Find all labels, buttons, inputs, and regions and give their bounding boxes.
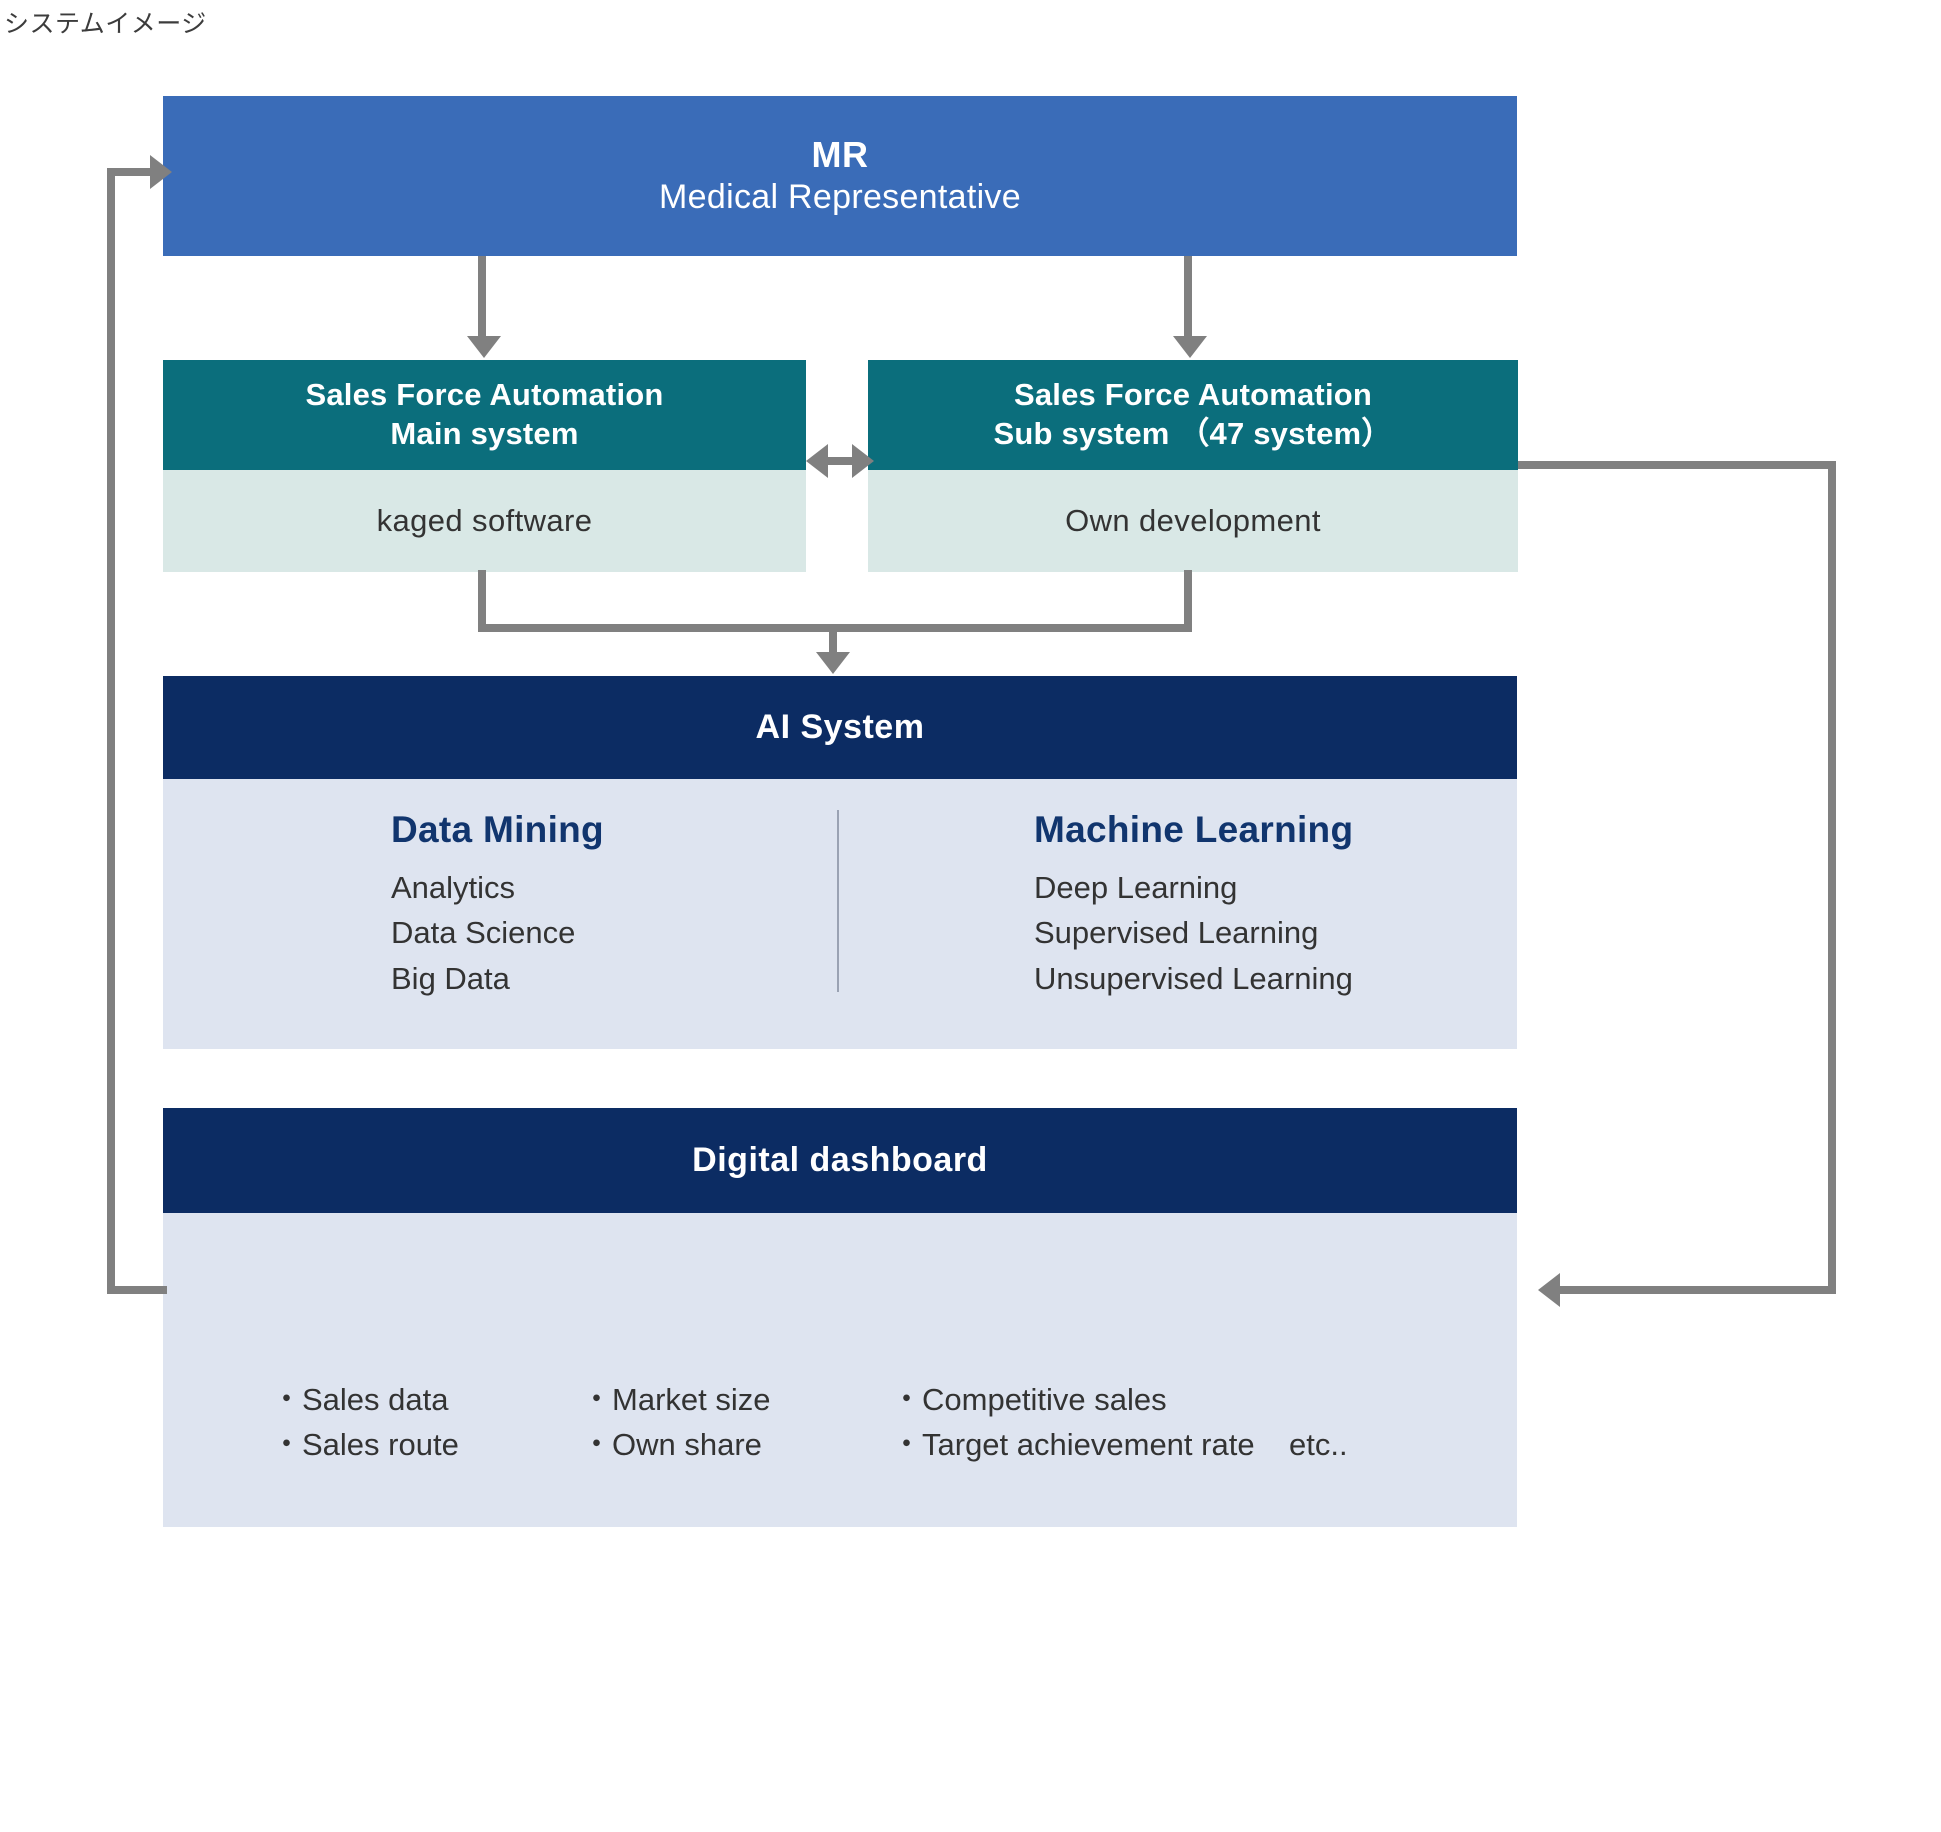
machine-learning-item: Unsupervised Learning [1034, 960, 1353, 996]
sfa-sub-card: Sales Force Automation Sub system （47 sy… [868, 360, 1518, 572]
feedback-left-vertical [107, 172, 115, 1294]
sfa-main-card: Sales Force Automation Main system kaged… [163, 360, 806, 572]
ai-column-data-mining: Data Mining Analytics Data Science Big D… [163, 809, 874, 1049]
data-mining-item: Data Science [391, 915, 576, 951]
feedback-right-vertical [1828, 461, 1836, 1294]
sfa-sub-body: Own development [868, 470, 1518, 572]
sfa-sub-header: Sales Force Automation Sub system （47 sy… [868, 360, 1518, 470]
dashboard-item: ・Own share [581, 1426, 762, 1462]
machine-learning-item: Supervised Learning [1034, 915, 1319, 951]
feedback-left-horizontal-bottom [107, 1286, 167, 1294]
mr-title: MR [811, 134, 869, 176]
digital-dashboard-panel: Digital dashboard ・Sales data ・Sales rou… [163, 1108, 1517, 1527]
data-mining-item: Analytics [391, 870, 516, 905]
sfa-sub-title-line2: Sub system （47 system） [993, 416, 1393, 451]
connector-sfa-bidirectional-arrow-right [852, 444, 874, 478]
mr-subtitle: Medical Representative [659, 178, 1021, 217]
mr-box: MR Medical Representative [163, 96, 1517, 256]
data-mining-item: Big Data [391, 960, 510, 996]
ai-system-body: Data Mining Analytics Data Science Big D… [163, 779, 1517, 1049]
digital-dashboard-body: ・Sales data ・Sales route ・Market size ・O… [163, 1213, 1517, 1527]
data-mining-list: Analytics Data Science Big Data [391, 865, 874, 1001]
dashboard-column-3: ・Competitive sales ・Target achievement r… [891, 1378, 1511, 1468]
diagram-caption: システムイメージ [4, 10, 207, 38]
connector-merge-to-ai-line [829, 624, 837, 654]
digital-dashboard-title: Digital dashboard [163, 1108, 1517, 1213]
feedback-left-arrow-to-mr [150, 155, 172, 189]
connector-sfa-bidirectional-line [818, 457, 858, 465]
feedback-right-horizontal-top [1518, 461, 1836, 469]
dashboard-column-1: ・Sales data ・Sales route [271, 1378, 581, 1468]
connector-mr-to-sfa-sub-arrow [1173, 336, 1207, 358]
dashboard-column-2: ・Market size ・Own share [581, 1378, 891, 1468]
connector-sfa-bidirectional-arrow-left [806, 444, 828, 478]
machine-learning-heading: Machine Learning [1034, 809, 1354, 850]
sfa-main-body: kaged software [163, 470, 806, 572]
connector-sfa-main-down [478, 570, 486, 632]
dashboard-item: ・Sales data [271, 1382, 449, 1417]
sfa-main-header: Sales Force Automation Main system [163, 360, 806, 470]
sfa-main-title-line2: Main system [390, 416, 579, 451]
machine-learning-item: Deep Learning [1034, 870, 1238, 905]
feedback-left-horizontal-top [107, 168, 155, 176]
dashboard-item: ・Market size [581, 1382, 771, 1417]
machine-learning-list: Deep Learning Supervised Learning Unsupe… [1034, 865, 1517, 1001]
dashboard-item: ・Sales route [271, 1426, 459, 1462]
dashboard-item: ・Target achievement rate etc.. [891, 1426, 1348, 1462]
connector-sfa-sub-down [1184, 570, 1192, 632]
dashboard-item: ・Competitive sales [891, 1382, 1167, 1417]
ai-system-title: AI System [163, 676, 1517, 779]
ai-column-divider [837, 810, 839, 992]
connector-mr-to-sfa-sub-line [1184, 256, 1192, 336]
connector-merge-to-ai-arrow [816, 652, 850, 674]
connector-mr-to-sfa-main-line [478, 256, 486, 336]
sfa-sub-title-line1: Sales Force Automation [1013, 377, 1373, 413]
feedback-right-arrow-to-dashboard [1538, 1273, 1560, 1307]
data-mining-heading: Data Mining [391, 809, 604, 850]
ai-column-machine-learning: Machine Learning Deep Learning Supervise… [874, 809, 1517, 1049]
connector-mr-to-sfa-main-arrow [467, 336, 501, 358]
feedback-right-horizontal-bottom [1560, 1286, 1836, 1294]
ai-system-panel: AI System Data Mining Analytics Data Sci… [163, 676, 1517, 1049]
sfa-main-title-line1: Sales Force Automation [305, 377, 664, 413]
